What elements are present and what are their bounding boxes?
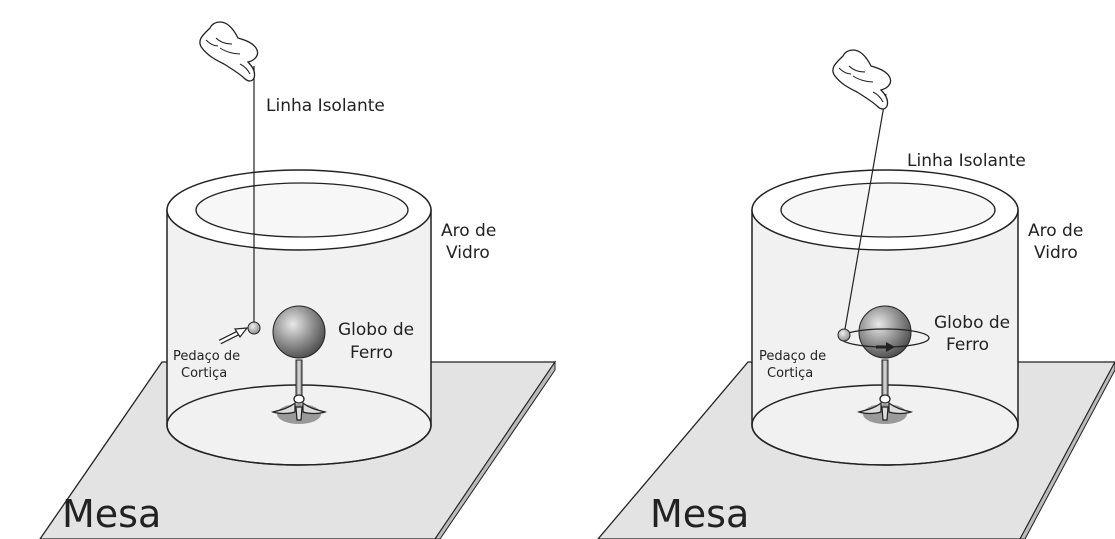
ring-label-line-1: Aro de bbox=[441, 221, 496, 241]
ring-label-line-1: Aro de bbox=[1028, 221, 1083, 241]
table-edge bbox=[1019, 361, 1115, 539]
thread-label: Linha Isolante bbox=[266, 96, 385, 116]
hand-icon bbox=[199, 21, 259, 82]
cork-label-line-1: Pedaço de bbox=[173, 349, 240, 364]
table-label: Mesa bbox=[650, 492, 749, 536]
table-label: Mesa bbox=[62, 492, 161, 536]
cork-ball bbox=[837, 328, 851, 342]
hand-icon bbox=[832, 49, 892, 110]
arrow-icon bbox=[218, 327, 249, 345]
iron-globe bbox=[272, 305, 326, 359]
cork-label-line-2: Cortiça bbox=[767, 366, 813, 381]
panel-1: Linha Isolante Aro de Vidro Globo de Fer… bbox=[39, 21, 557, 539]
insulating-thread bbox=[844, 93, 887, 330]
globe-label-line-2: Ferro bbox=[350, 343, 393, 363]
globe-label-line-2: Ferro bbox=[946, 335, 989, 355]
globe-label-line-1: Globo de bbox=[338, 320, 414, 340]
panel-2: Linha Isolante Aro de Vidro Globo de Fer… bbox=[597, 49, 1115, 539]
iron-globe bbox=[858, 305, 912, 359]
ring-label-line-2: Vidro bbox=[1034, 243, 1078, 263]
ring-label-line-2: Vidro bbox=[446, 243, 490, 263]
globe-label-line-1: Globo de bbox=[934, 313, 1010, 333]
cork-ball bbox=[247, 321, 261, 335]
thread-label: Linha Isolante bbox=[907, 151, 1026, 171]
cork-label-line-2: Cortiça bbox=[181, 366, 227, 381]
cork-label-line-1: Pedaço de bbox=[759, 349, 826, 364]
arrow-icon bbox=[876, 342, 895, 352]
table-edge bbox=[434, 360, 556, 539]
